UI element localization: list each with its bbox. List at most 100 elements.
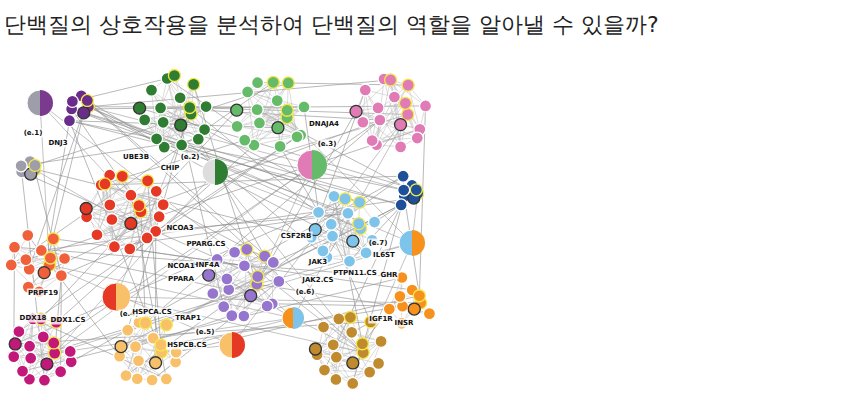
page-title: 단백질의 상호작용을 분석하여 단백질의 역할을 알아낼 수 있을까?: [4, 10, 659, 40]
protein-node: [168, 70, 180, 82]
protein-node: [388, 91, 400, 103]
cluster-line: [248, 92, 301, 135]
cluster-line: [86, 209, 159, 217]
protein-node: [63, 115, 75, 127]
protein-name: HNF4A: [192, 261, 221, 270]
protein-node: [133, 200, 145, 212]
protein-node: [395, 199, 407, 211]
protein-node: [360, 247, 372, 259]
interaction-line: [190, 108, 366, 253]
interaction-line: [19, 137, 297, 332]
protein-node: [267, 76, 279, 88]
cluster-line: [87, 191, 157, 217]
cluster-line: [97, 235, 147, 238]
protein-name: DDX18: [19, 314, 48, 323]
pie-slice: [215, 159, 228, 185]
protein-name: GHR: [380, 271, 399, 280]
pie-node: [27, 90, 53, 116]
protein-node: [252, 271, 264, 283]
protein-node: [423, 308, 435, 320]
protein-node: [402, 108, 414, 120]
interaction-line: [49, 265, 293, 318]
protein-node: [5, 259, 17, 271]
pie-slice: [293, 307, 304, 329]
protein-node: [38, 267, 50, 279]
protein-node: [108, 241, 120, 253]
protein-name: PPARA: [167, 275, 195, 284]
protein-node: [339, 193, 351, 205]
protein-node: [139, 114, 151, 126]
interaction-line: [101, 140, 245, 185]
protein-node: [261, 300, 273, 312]
protein-node: [66, 95, 78, 107]
interaction-line: [257, 165, 312, 284]
pie-slice: [412, 230, 425, 256]
interaction-line: [55, 318, 293, 353]
protein-node: [13, 326, 25, 338]
pie-node: [202, 159, 228, 185]
interaction-line: [81, 96, 363, 353]
protein-node: [252, 77, 264, 89]
protein-node: [397, 170, 409, 182]
protein-node: [319, 364, 331, 376]
interaction-line: [41, 110, 237, 319]
protein-name: CHIP: [160, 164, 181, 173]
protein-node: [157, 199, 169, 211]
protein-node: [200, 101, 212, 113]
protein-node: [375, 335, 387, 347]
protein-name: JAK2.CS: [301, 276, 334, 285]
protein-node: [402, 79, 414, 91]
cluster-line: [325, 370, 370, 372]
protein-node: [188, 78, 200, 90]
protein-node: [238, 260, 250, 272]
cluster-line: [372, 97, 394, 141]
callout-number: (e.6): [295, 288, 316, 297]
protein-node: [91, 229, 103, 241]
protein-name: DNJ3: [47, 139, 68, 148]
protein-node: [231, 120, 243, 132]
interaction-line: [81, 96, 273, 263]
protein-node: [47, 233, 59, 245]
interaction-line: [23, 277, 402, 371]
protein-node: [29, 159, 41, 171]
protein-name: DNAJA4: [308, 120, 340, 129]
interaction-line: [215, 172, 363, 353]
protein-node: [253, 117, 265, 129]
protein-node: [104, 199, 116, 211]
protein-name: PPARG.CS: [185, 240, 226, 249]
cluster-line: [334, 196, 350, 261]
interaction-line: [55, 165, 312, 353]
protein-node: [282, 77, 294, 89]
protein-node: [398, 184, 410, 196]
protein-node: [155, 102, 167, 114]
protein-node: [238, 310, 250, 322]
protein-node: [160, 373, 172, 385]
protein-node: [59, 253, 71, 265]
cluster-line: [41, 319, 44, 380]
protein-node: [120, 369, 132, 381]
interaction-line: [35, 170, 293, 318]
protein-name: UBE3B: [122, 153, 150, 162]
protein-name: INSR: [394, 319, 415, 328]
protein-node: [15, 160, 27, 172]
protein-node: [125, 217, 137, 229]
protein-name: PRPF19: [27, 289, 59, 298]
protein-node: [157, 116, 169, 128]
interaction-line: [49, 265, 232, 345]
interaction-line: [11, 82, 273, 265]
protein-node: [115, 341, 127, 353]
protein-node: [192, 133, 204, 145]
pie-slice: [116, 283, 130, 311]
protein-node: [17, 365, 29, 377]
protein-node: [410, 184, 422, 196]
pie-slice: [312, 150, 327, 180]
interaction-line: [139, 176, 403, 322]
protein-node: [150, 185, 162, 197]
protein-node: [22, 229, 34, 241]
protein-node: [333, 313, 345, 325]
protein-name: DDX1.CS: [50, 316, 87, 325]
protein-node: [153, 211, 165, 223]
cluster-line: [86, 191, 156, 208]
cluster-line: [151, 90, 156, 139]
